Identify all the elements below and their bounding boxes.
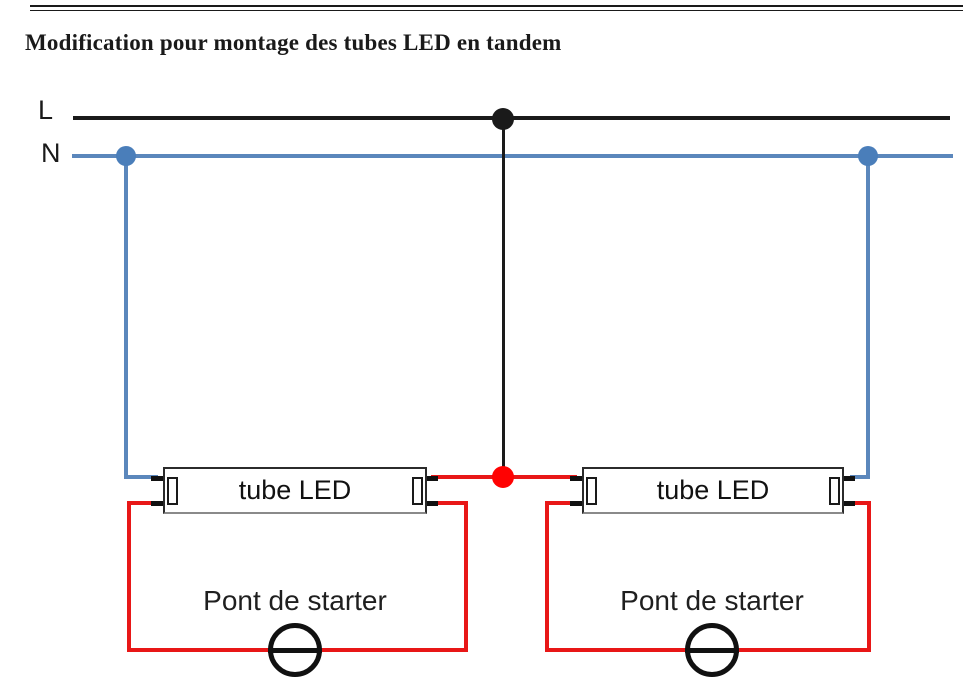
tube-endcap-icon <box>412 477 423 505</box>
starter-loop-right-top-a <box>545 501 576 505</box>
starter-bar-icon <box>685 648 739 653</box>
starter-bridge-label-right: Pont de starter <box>620 585 804 616</box>
page-top-border-thick <box>30 5 963 7</box>
tube-endcap-icon <box>167 477 178 505</box>
neutral-bus-label: N <box>41 138 61 168</box>
tube-pin <box>425 476 438 481</box>
starter-loop-right-side-b <box>867 503 871 652</box>
starter-loop-left-side-b <box>464 503 468 652</box>
tube-pin <box>842 501 855 506</box>
live-drop-wire <box>502 118 505 477</box>
page-title: Modification pour montage des tubes LED … <box>25 30 562 55</box>
tube-pin <box>425 501 438 506</box>
starter-loop-left-top-b <box>433 501 468 505</box>
tube-led-right: tube LED <box>582 467 844 514</box>
tube-pin <box>842 476 855 481</box>
page-top-border-thin <box>30 10 963 11</box>
tube-pin <box>570 476 583 481</box>
starter-loop-right-top-b <box>844 501 871 505</box>
neutral-drop-wire-left <box>124 156 128 479</box>
starter-symbol-icon <box>268 623 322 677</box>
neutral-elbow-right <box>850 475 870 479</box>
red-junction-dot <box>492 466 514 488</box>
starter-loop-right-side-a <box>545 503 549 652</box>
live-bus-label: L <box>38 95 54 125</box>
tube-endcap-icon <box>586 477 597 505</box>
starter-loop-left-side-a <box>127 503 131 652</box>
tube-endcap-icon <box>829 477 840 505</box>
starter-symbol-icon <box>685 623 739 677</box>
tube-led-left: tube LED <box>163 467 427 514</box>
tube-pin <box>151 476 164 481</box>
neutral-junction-dot-right <box>858 146 878 166</box>
starter-bar-icon <box>268 648 322 653</box>
tube-pin <box>570 501 583 506</box>
live-junction-dot <box>492 108 514 130</box>
neutral-elbow-left <box>124 475 158 479</box>
tube-led-label: tube LED <box>656 475 770 505</box>
neutral-bus-wire <box>72 154 953 158</box>
starter-loop-left-top-a <box>127 501 157 505</box>
starter-bridge-label-left: Pont de starter <box>203 585 387 616</box>
neutral-junction-dot-left <box>116 146 136 166</box>
neutral-drop-wire-right <box>866 156 870 479</box>
tube-pin <box>151 501 164 506</box>
tube-led-label: tube LED <box>238 475 352 505</box>
